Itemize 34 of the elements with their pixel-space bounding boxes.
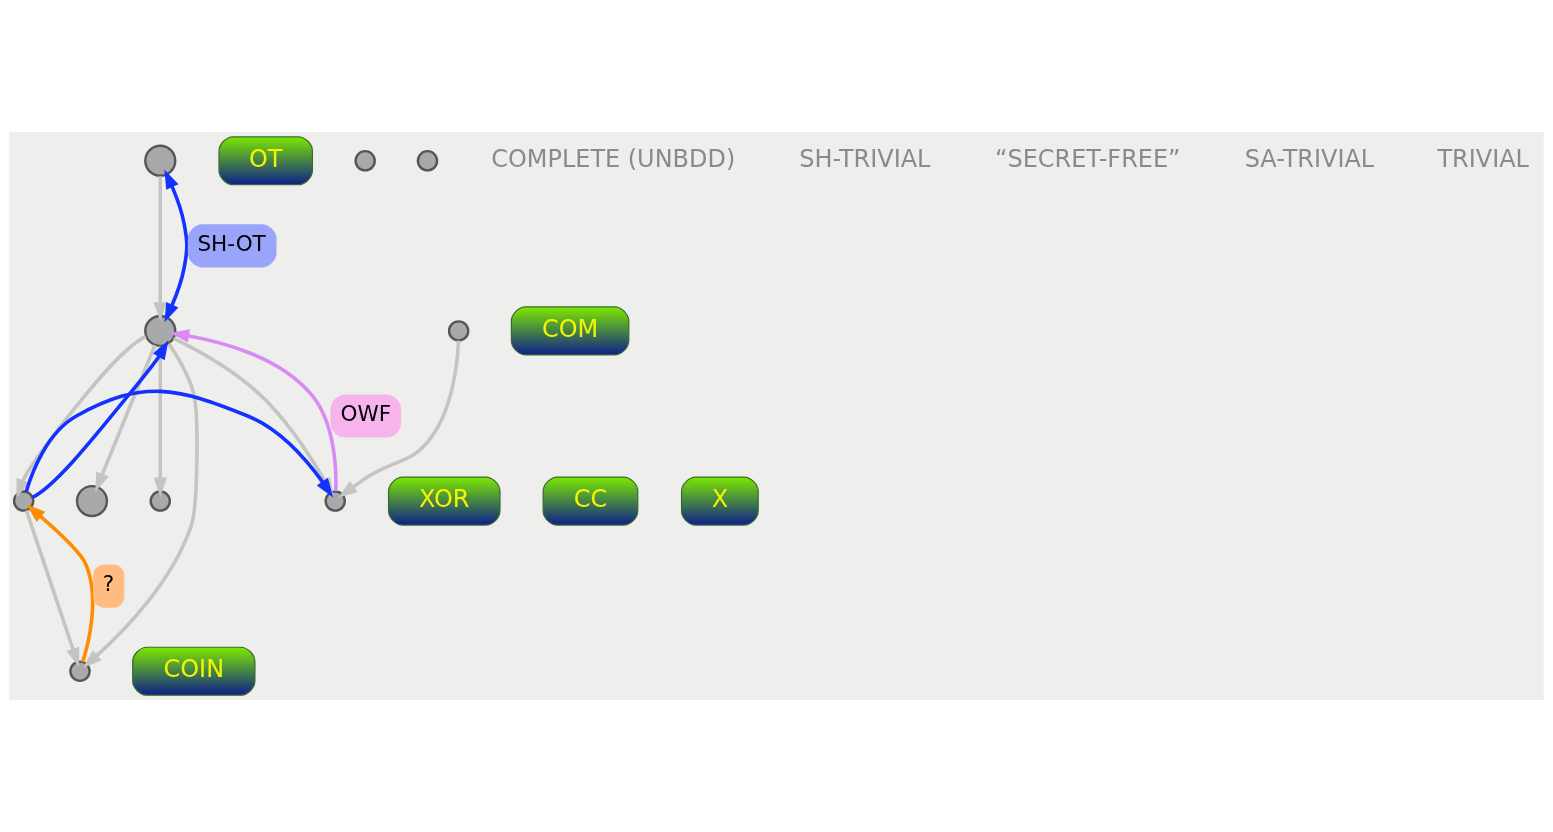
node-circle <box>149 490 172 512</box>
node-circle <box>324 490 346 512</box>
node-circle <box>447 320 470 342</box>
node-circle <box>144 144 177 177</box>
arrow <box>153 346 167 497</box>
node-box: COM <box>510 306 630 356</box>
node-circle <box>69 660 91 683</box>
arrow <box>164 169 189 323</box>
label: COMPLETE (UNBDD) <box>491 144 736 173</box>
label: SA-TRIVIAL <box>1244 144 1375 173</box>
arrow <box>95 344 157 492</box>
arrow <box>26 504 95 663</box>
node-circle <box>12 490 35 512</box>
edge-label: OWF <box>340 401 392 427</box>
node-circle <box>354 149 376 172</box>
node-circle <box>416 149 439 172</box>
node-box: COIN <box>132 646 256 696</box>
node-circle <box>75 484 109 518</box>
edge-label: SH-OT <box>197 231 266 257</box>
arrow <box>16 334 147 499</box>
arrow <box>153 176 167 322</box>
arrow <box>82 342 199 668</box>
node-box: XOR <box>387 476 501 526</box>
arrow <box>24 509 80 668</box>
node-circle <box>144 314 177 348</box>
label: TRIVIAL <box>1437 144 1529 173</box>
label: SH-TRIVIAL <box>799 144 931 173</box>
label: “SECRET-FREE” <box>995 144 1181 173</box>
node-box: CC <box>542 476 639 526</box>
arrow <box>31 340 169 499</box>
arrow <box>338 340 461 498</box>
node-box: OT <box>218 136 314 186</box>
node-box: X <box>680 476 759 526</box>
edge-label: ? <box>102 571 115 597</box>
